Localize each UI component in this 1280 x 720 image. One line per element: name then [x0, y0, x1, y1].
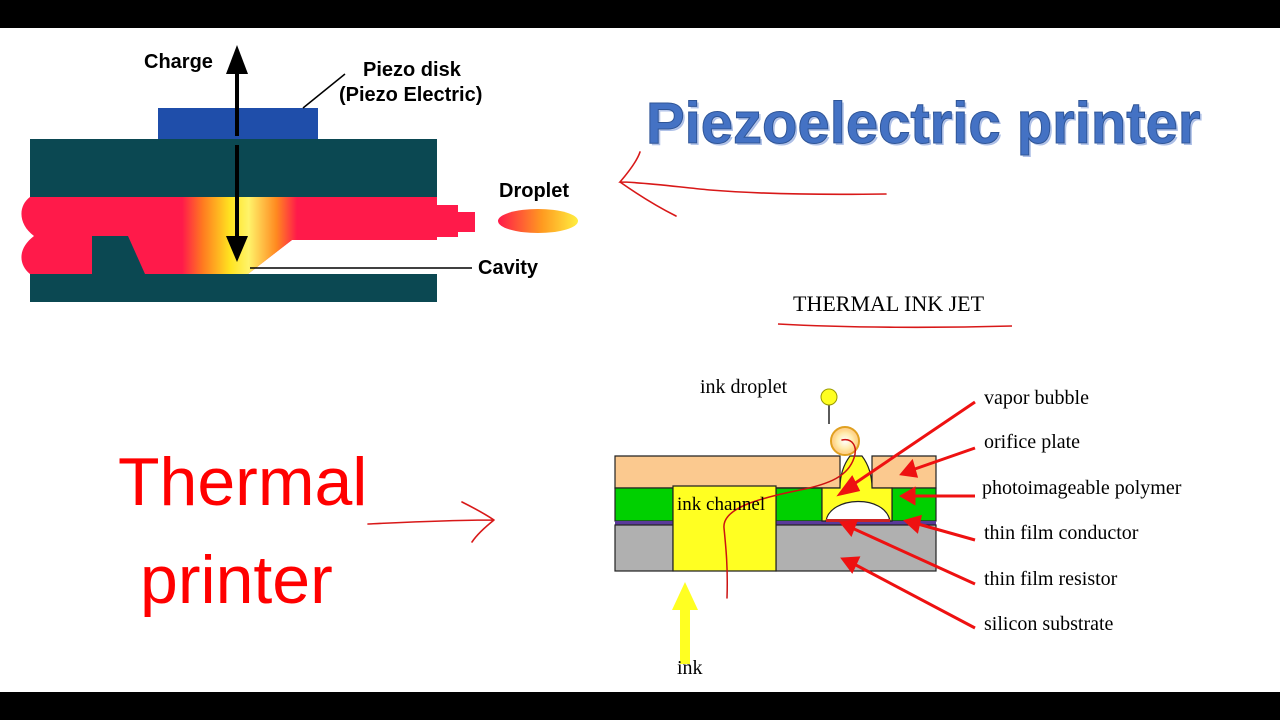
piezo-diagram: Charge Piezo disk (Piezo Electric) Dropl… [21, 45, 578, 302]
arrow-conductor-head [902, 514, 922, 534]
vapor-bubble [825, 500, 891, 522]
piezo-disk-sublabel: (Piezo Electric) [339, 84, 482, 106]
thermal-heading-line1: Thermal [118, 444, 368, 520]
thin-film-resistor-label: thin film resistor [984, 568, 1118, 590]
arrow-vapor-bubble-head [836, 475, 861, 497]
arrow-orifice-plate [911, 446, 976, 472]
thermal-heading: Thermal printer [118, 433, 408, 629]
thermal-diagram: THERMAL INK JET [614, 291, 1182, 679]
thin-film-resistor [826, 519, 890, 522]
ink-flow-trace [723, 438, 856, 599]
charge-label: Charge [144, 51, 213, 73]
piezo-bottom-body [30, 274, 437, 302]
polymer-left [614, 487, 674, 522]
piezoelectric-heading: Piezoelectric printer [645, 91, 1201, 157]
charge-arrow-down-head [226, 236, 248, 262]
piezo-cavity-block [92, 236, 145, 274]
arrow-polymer-head [899, 486, 916, 506]
silicon-substrate-label: silicon substrate [984, 613, 1114, 635]
thin-film-conductor-label: thin film conductor [984, 522, 1139, 544]
slide: Charge Piezo disk (Piezo Electric) Dropl… [0, 28, 1280, 692]
ink-arrow-shaft [680, 608, 690, 664]
piezo-disk-label: Piezo disk [363, 59, 462, 81]
piezo-cavity-heat [182, 197, 297, 274]
ink-channel-label: ink channel [677, 494, 765, 515]
ink-droplet [820, 388, 838, 406]
ink-arrow-head [672, 582, 698, 610]
piezo-top-body [30, 139, 437, 197]
piezo-pointer-arrow [618, 151, 887, 217]
charge-arrow-up-head [226, 45, 248, 74]
diagram-canvas: Charge Piezo disk (Piezo Electric) Dropl… [21, 45, 1182, 679]
thermal-pointer-arrow [367, 501, 495, 543]
arrow-substrate-head [840, 556, 861, 574]
piezo-disk-leader [302, 73, 346, 109]
ink-label: ink [677, 657, 703, 679]
cavity-label: Cavity [478, 257, 539, 279]
vapor-bubble-label: vapor bubble [984, 387, 1089, 409]
arrow-resistor-head [839, 519, 859, 537]
thermal-diagram-title: THERMAL INK JET [793, 291, 985, 316]
arrow-conductor [917, 522, 976, 542]
orifice-plate-label: orifice plate [984, 431, 1080, 453]
arrow-orifice-plate-head [899, 458, 919, 478]
droplet-glow [830, 426, 860, 456]
piezo-droplet [498, 209, 578, 233]
arrow-substrate [853, 562, 976, 630]
arrow-vapor-bubble [847, 400, 976, 490]
polymer-label: photoimageable polymer [982, 477, 1182, 499]
substrate-left [614, 524, 674, 572]
annotation-arrows [836, 400, 976, 630]
thermal-title-underline [777, 323, 1013, 329]
droplet-label: Droplet [499, 180, 569, 202]
thermal-heading-line2: printer [140, 542, 333, 618]
ink-droplet-label: ink droplet [700, 376, 788, 398]
arrow-resistor [851, 526, 976, 586]
